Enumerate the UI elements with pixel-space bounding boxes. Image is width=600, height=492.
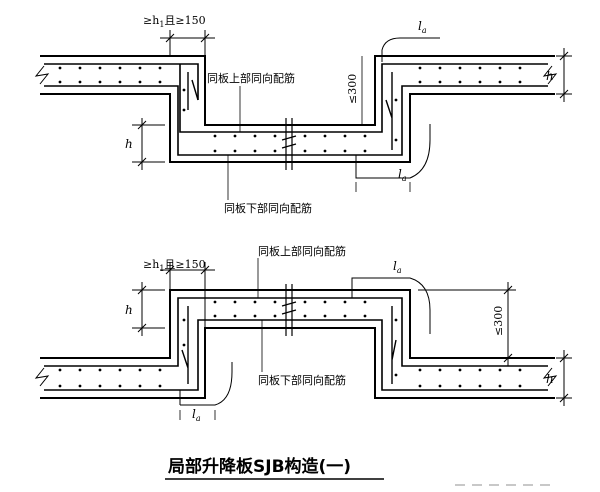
bottom-width-dim-label: ≥h1且≥150 <box>143 258 206 273</box>
bottom-width-dim-line <box>160 262 215 328</box>
top-step-limit: ≤300 <box>346 74 359 104</box>
top-break-center <box>281 118 297 170</box>
top-hook-bars <box>187 72 393 150</box>
top-depth-label: h <box>125 137 133 151</box>
bottom-lap-ticks <box>179 410 216 420</box>
top-width-dim-line <box>160 30 215 56</box>
bottom-upper-rebar-label: 同板上部同向配筋 <box>258 244 346 258</box>
bottom-hook-bars <box>181 306 397 384</box>
watermark-mark <box>455 484 550 486</box>
top-detail: ≥h1且≥150 la 同板上部同向配筋 同板下部同向配筋 ≤300 h h l… <box>34 14 572 215</box>
bottom-break-right <box>542 367 558 387</box>
top-break-right <box>542 65 558 85</box>
top-lap-leader-top <box>381 37 440 62</box>
top-width-dim-label: ≥h1且≥150 <box>143 14 206 29</box>
top-rebar-dots <box>58 66 522 153</box>
top-lap-arrow <box>355 182 411 192</box>
bottom-lap-leader-bottom <box>179 362 233 406</box>
top-lap-label-top: la <box>418 19 427 35</box>
top-upper-rebar <box>44 63 548 133</box>
bottom-step-limit: ≤300 <box>492 306 505 336</box>
top-slab-h-label: h <box>546 69 554 83</box>
bottom-lap-leader-top <box>351 277 431 334</box>
bottom-depth-dim-line <box>132 282 165 336</box>
bottom-slab-thickness-dim <box>556 350 572 406</box>
top-slab-outline <box>40 55 555 163</box>
top-lap-leader-bottom <box>355 124 431 179</box>
bottom-depth-label: h <box>125 303 133 317</box>
bottom-lap-label-bottom: la <box>192 407 201 423</box>
bottom-lower-rebar <box>44 319 548 391</box>
bottom-lower-rebar-label: 同板下部同向配筋 <box>258 373 346 387</box>
bottom-upper-rebar <box>44 297 548 367</box>
bottom-step-dim-line <box>418 282 516 366</box>
top-upper-rebar-label: 同板上部同向配筋 <box>207 71 295 85</box>
top-lower-rebar <box>44 85 548 156</box>
top-lower-rebar-label: 同板下部同向配筋 <box>224 201 312 215</box>
bottom-break-center <box>281 284 297 336</box>
figure-caption: 局部升降板SJB构造(一) <box>168 456 351 477</box>
bottom-lap-label-top: la <box>393 259 402 275</box>
top-break-left <box>34 65 50 85</box>
bottom-slab-h-label: h <box>546 372 554 386</box>
bottom-break-left <box>34 367 50 387</box>
top-slab-thickness-dim <box>556 48 572 102</box>
top-depth-dim-line <box>132 118 165 170</box>
bottom-rebar-dots <box>58 300 522 388</box>
bottom-detail: ≥h1且≥150 同板上部同向配筋 la h ≤300 同板下部同向配筋 h l… <box>34 244 572 423</box>
top-lap-label-bottom: la <box>398 167 407 183</box>
